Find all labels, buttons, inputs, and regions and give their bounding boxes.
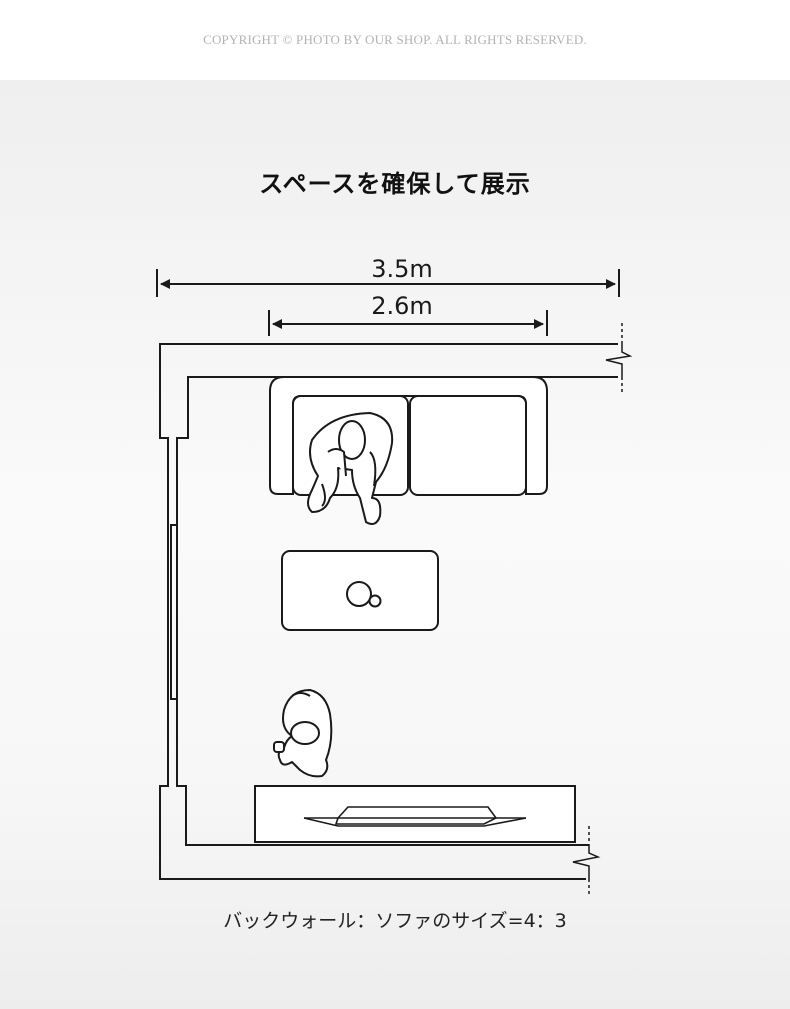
wall-dimension-line [156, 269, 620, 297]
sofa-dimension-line [268, 310, 548, 336]
room-walls [159, 343, 618, 880]
coffee-table [281, 550, 439, 631]
wall-break-top [605, 323, 633, 392]
diagram-title: スペースを確保して展示 [259, 170, 531, 198]
sofa [269, 376, 548, 496]
tv-icon [303, 806, 527, 827]
wall-break-bottom [572, 826, 601, 894]
seated-person-icon [307, 412, 394, 525]
copyright-notice: COPYRIGHT © PHOTO BY OUR SHOP. ALL RIGHT… [0, 0, 790, 80]
tv-console [254, 785, 576, 843]
standing-person-icon [273, 689, 333, 778]
diagram-caption: バックウォール：ソファのサイズ=4：3 [223, 910, 567, 932]
wall-dimension-label: 3.5m [371, 255, 433, 283]
sofa-dimension-label: 2.6m [371, 292, 433, 320]
diagram-panel [0, 80, 790, 1009]
